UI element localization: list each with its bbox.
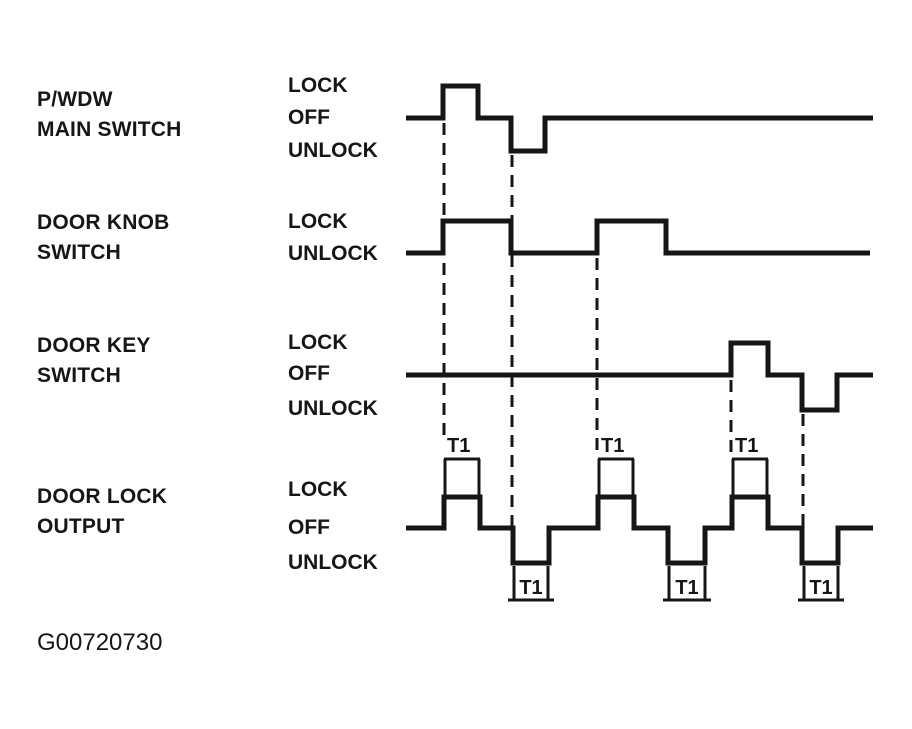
level-label-unlock: UNLOCK bbox=[288, 397, 378, 420]
t1-label-top-3: T1 bbox=[735, 435, 758, 457]
row-title-door-lock-output: DOOR LOCK OUTPUT bbox=[37, 482, 167, 542]
row-title-line: SWITCH bbox=[37, 241, 122, 264]
level-label-unlock: UNLOCK bbox=[288, 551, 378, 574]
level-label-unlock: UNLOCK bbox=[288, 139, 378, 162]
level-label-lock: LOCK bbox=[288, 74, 348, 97]
t1-label-top-1: T1 bbox=[447, 435, 470, 457]
wave-door-lock-output bbox=[406, 494, 873, 566]
row-title-door-knob-switch: DOOR KNOB SWITCH bbox=[37, 208, 169, 268]
t1-label-bottom-3: T1 bbox=[809, 577, 832, 599]
level-label-lock: LOCK bbox=[288, 478, 348, 501]
row-title-line: P/WDW bbox=[37, 88, 113, 111]
wave-door-knob-switch bbox=[406, 218, 870, 256]
row-title-line: DOOR KEY bbox=[37, 334, 151, 357]
row-title-pwdw-main-switch: P/WDW MAIN SWITCH bbox=[37, 85, 182, 145]
wave-door-key-switch bbox=[406, 340, 873, 413]
level-label-off: OFF bbox=[288, 106, 330, 129]
t1-label-bottom-1: T1 bbox=[519, 577, 542, 599]
row-title-door-key-switch: DOOR KEY SWITCH bbox=[37, 331, 151, 391]
row-title-line: DOOR KNOB bbox=[37, 211, 170, 234]
t1-label-top-2: T1 bbox=[601, 435, 624, 457]
level-label-unlock: UNLOCK bbox=[288, 242, 378, 265]
level-label-lock: LOCK bbox=[288, 210, 348, 233]
row-title-line: DOOR LOCK bbox=[37, 485, 168, 508]
row-title-line: OUTPUT bbox=[37, 515, 125, 538]
level-label-lock: LOCK bbox=[288, 331, 348, 354]
wave-pwdw-main-switch bbox=[406, 83, 873, 154]
row-title-line: MAIN SWITCH bbox=[37, 118, 182, 141]
t1-label-bottom-2: T1 bbox=[675, 577, 698, 599]
row-title-line: SWITCH bbox=[37, 364, 122, 387]
level-label-off: OFF bbox=[288, 362, 330, 385]
level-label-off: OFF bbox=[288, 516, 330, 539]
figure-code: G00720730 bbox=[37, 629, 163, 656]
